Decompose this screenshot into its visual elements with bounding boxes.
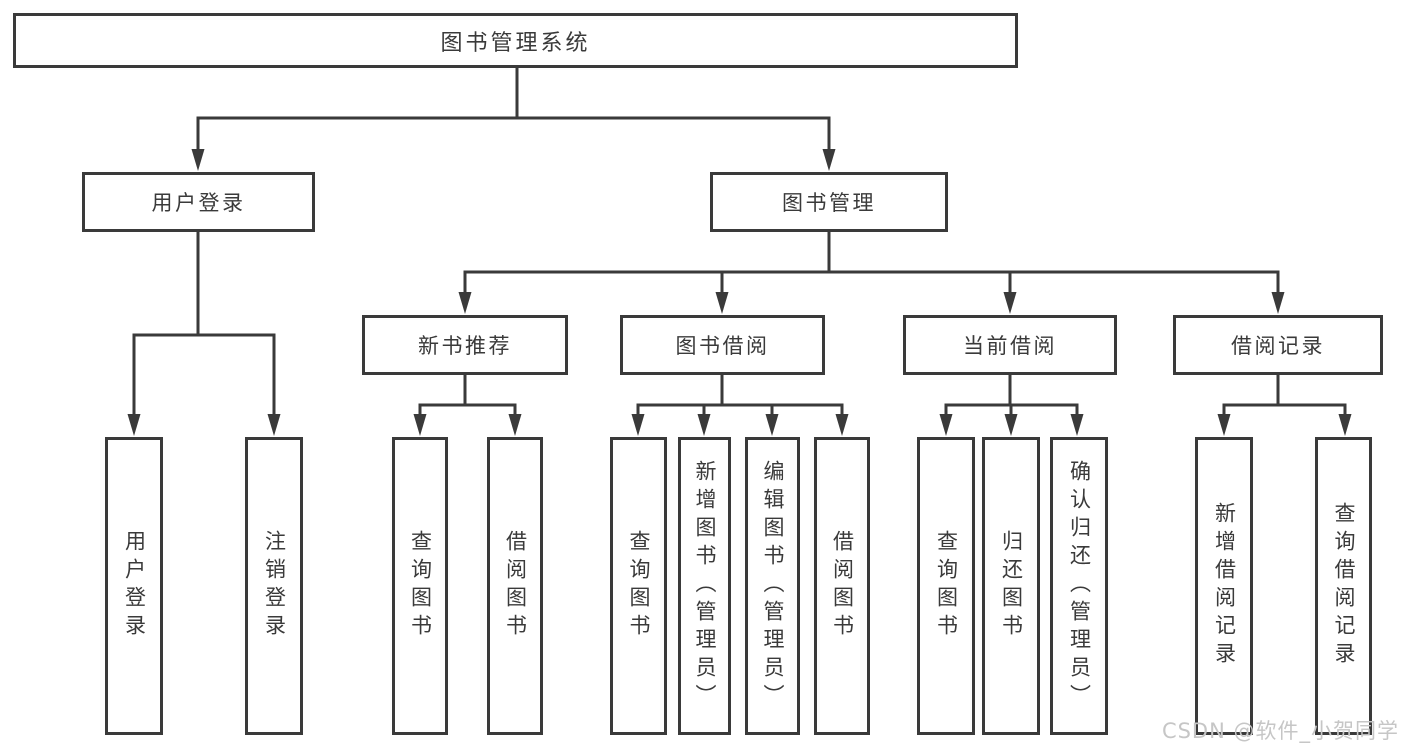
node-label: 归还图书 [999, 530, 1024, 642]
leaf-edit-books-admin: 编辑图书（管理员） [745, 437, 800, 735]
node-label: 编辑图书（管理员） [761, 460, 785, 712]
leaf-user-login: 用户登录 [105, 437, 163, 735]
node-user-login: 用户登录 [82, 172, 315, 232]
arrow-down-icon [835, 414, 849, 436]
connector-book-borrow-branch [631, 375, 849, 436]
arrow-down-icon [267, 414, 281, 436]
node-new-book-recommend: 新书推荐 [362, 315, 568, 375]
arrow-down-icon [1217, 414, 1231, 436]
node-label: 当前借阅 [963, 334, 1057, 358]
arrow-down-icon [413, 414, 427, 436]
node-label: 图书借阅 [675, 334, 770, 358]
node-label: 新增图书（管理员） [693, 460, 717, 712]
arrow-down-icon [1070, 414, 1084, 436]
connector-borrow-records-branch [1217, 375, 1352, 436]
arrow-down-icon [715, 292, 729, 314]
arrow-down-icon [458, 292, 472, 314]
leaf-add-borrow-record: 新增借阅记录 [1195, 437, 1253, 735]
arrow-down-icon [1271, 292, 1285, 314]
node-label: 借阅图书 [503, 530, 528, 642]
node-label: 查询图书 [627, 530, 651, 642]
arrow-down-icon [508, 414, 522, 436]
leaf-borrow-books-2: 借阅图书 [814, 437, 870, 735]
node-label: 用户登录 [151, 191, 246, 215]
leaf-borrow-books-1: 借阅图书 [487, 437, 543, 735]
csdn-watermark: CSDN @软件_小贺同学 [1161, 719, 1399, 743]
node-label: 确认归还（管理员） [1067, 460, 1092, 712]
leaf-return-books: 归还图书 [982, 437, 1040, 735]
leaf-query-books-2: 查询图书 [610, 437, 667, 735]
node-label: 图书管理 [782, 191, 876, 215]
leaf-confirm-return-admin: 确认归还（管理员） [1050, 437, 1108, 735]
node-book-borrow: 图书借阅 [620, 315, 825, 375]
node-label: 图书管理系统 [440, 30, 591, 56]
node-label: 新增借阅记录 [1212, 502, 1237, 670]
arrow-down-icon [1004, 414, 1018, 436]
arrow-down-icon [697, 414, 711, 436]
arrow-down-icon [127, 414, 141, 436]
node-label: 借阅记录 [1231, 334, 1325, 358]
arrow-down-icon [939, 414, 953, 436]
connector-root-to-level2 [191, 68, 836, 171]
leaf-query-borrow-record: 查询借阅记录 [1315, 437, 1372, 735]
node-label: 查询借阅记录 [1332, 502, 1356, 670]
arrow-down-icon [1338, 414, 1352, 436]
arrow-down-icon [822, 149, 836, 171]
arrow-down-icon [631, 414, 645, 436]
node-book-management: 图书管理 [710, 172, 948, 232]
arrow-down-icon [191, 149, 205, 171]
connector-current-borrow-branch [939, 375, 1084, 436]
leaf-logout: 注销登录 [245, 437, 303, 735]
node-label: 新书推荐 [418, 334, 512, 358]
connector-user-login-branch [127, 232, 281, 436]
node-root-library-system: 图书管理系统 [13, 13, 1018, 68]
leaf-add-books-admin: 新增图书（管理员） [678, 437, 731, 735]
leaf-query-books-3: 查询图书 [917, 437, 975, 735]
arrow-down-icon [765, 414, 779, 436]
connector-book-management-branch [458, 232, 1285, 314]
node-label: 用户登录 [122, 530, 147, 642]
node-current-borrow: 当前借阅 [903, 315, 1117, 375]
node-label: 查询图书 [934, 530, 959, 642]
node-label: 查询图书 [408, 530, 433, 642]
arrow-down-icon [1003, 292, 1017, 314]
connector-new-books-branch [413, 375, 522, 436]
node-label: 借阅图书 [830, 530, 855, 642]
leaf-query-books-1: 查询图书 [392, 437, 448, 735]
node-borrow-records: 借阅记录 [1173, 315, 1383, 375]
node-label: 注销登录 [262, 530, 287, 642]
